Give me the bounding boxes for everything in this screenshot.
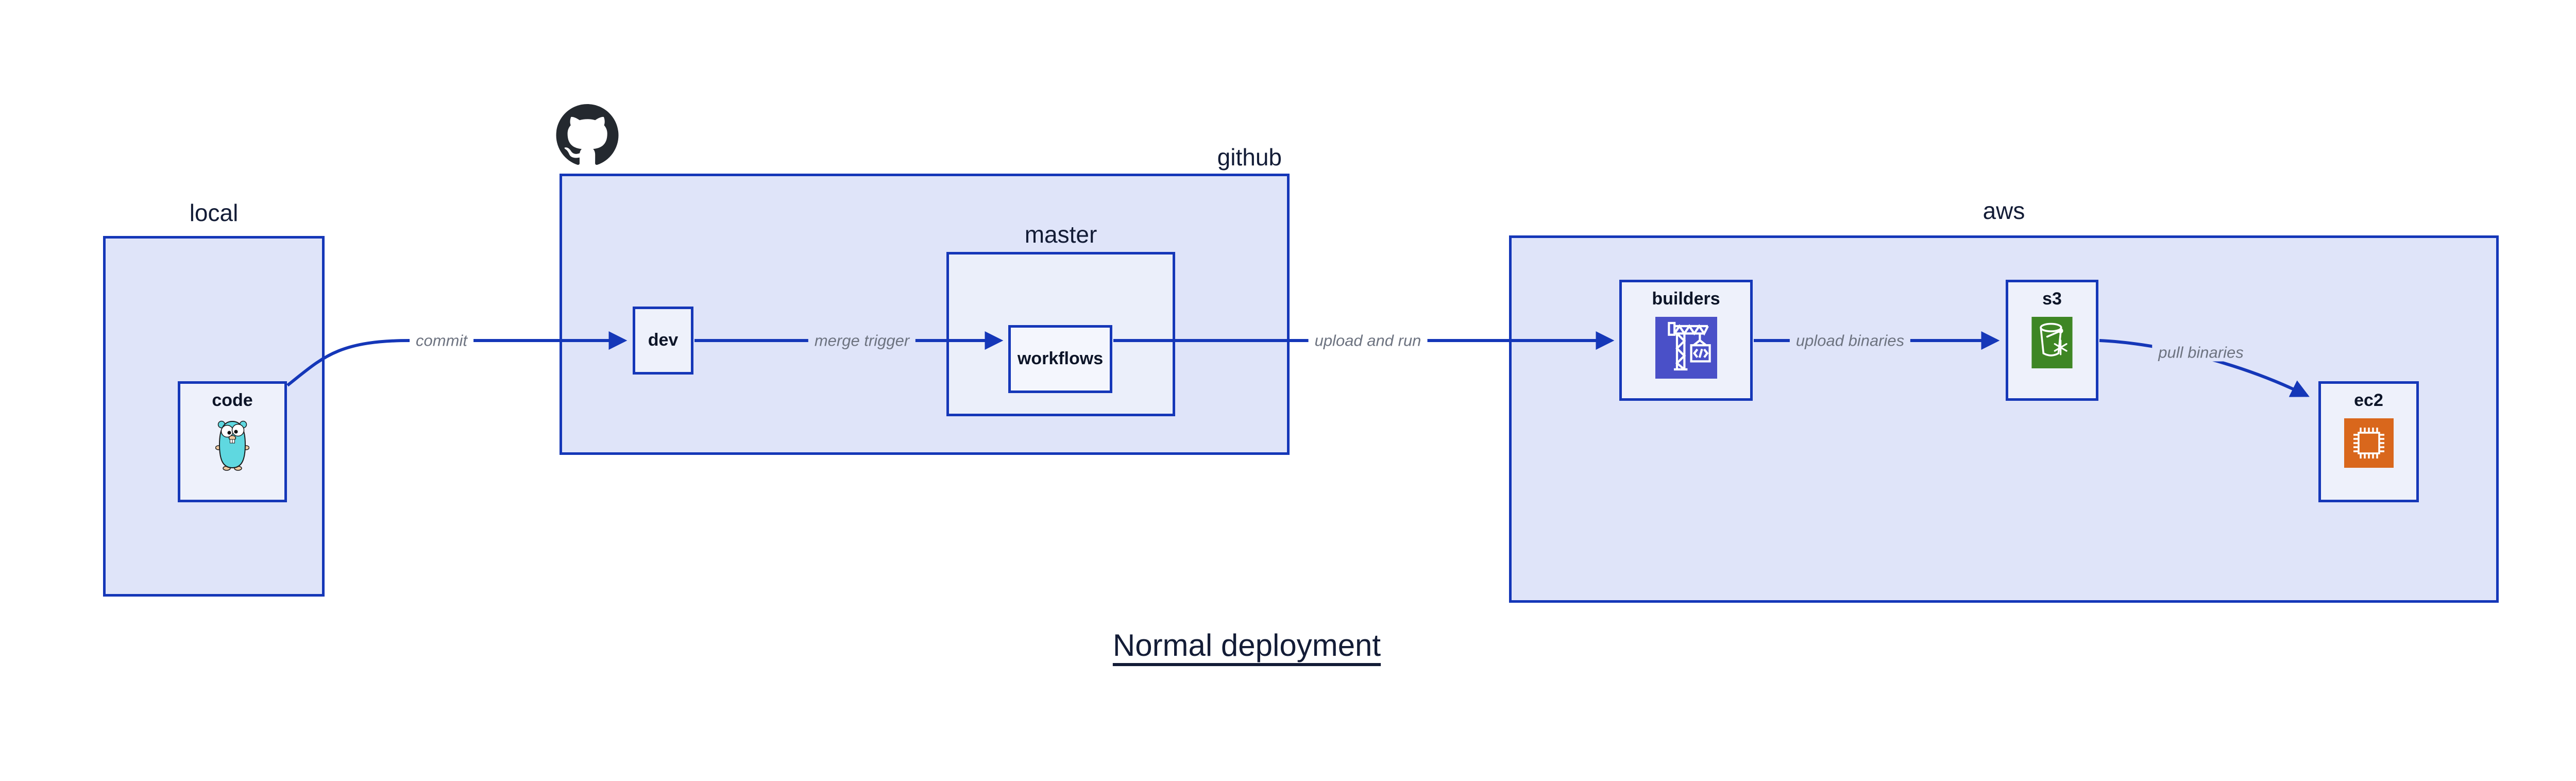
- dev-node-label: dev: [648, 330, 679, 350]
- edge-label-pull-binaries: pull binaries: [2152, 343, 2250, 362]
- edge-label-upload-binaries: upload binaries: [1789, 331, 1911, 350]
- master-label: master: [1024, 221, 1097, 248]
- ec2-node: ec2: [2318, 381, 2419, 502]
- cpu-chip-icon: [2344, 418, 2394, 468]
- workflows-node: workflows: [1008, 325, 1112, 393]
- crane-container-icon: [1655, 317, 1717, 379]
- workflows-node-label: workflows: [1017, 349, 1104, 369]
- local-label: local: [189, 199, 239, 226]
- bucket-snowflake-icon: [2031, 317, 2073, 369]
- aws-label: aws: [1982, 197, 2025, 224]
- edge-label-merge-trigger: merge trigger: [808, 331, 916, 350]
- go-gopher-icon: [215, 421, 249, 471]
- code-node-label: code: [212, 390, 253, 410]
- s3-node-label: s3: [2042, 289, 2062, 309]
- ec2-node-label: ec2: [2354, 390, 2383, 410]
- diagram-title-text: Normal deployment: [1112, 628, 1381, 663]
- github-octocat-icon: [556, 104, 619, 165]
- edge-label-commit: commit: [410, 331, 473, 350]
- edge-label-upload-and-run: upload and run: [1308, 331, 1428, 350]
- s3-node: s3: [2006, 280, 2098, 401]
- dev-node: dev: [633, 307, 693, 375]
- code-node: code: [178, 381, 287, 502]
- builders-node-label: builders: [1652, 289, 1720, 309]
- github-label: github: [1217, 144, 1282, 171]
- builders-node: builders: [1619, 280, 1753, 401]
- diagram-title: Normal deployment: [989, 627, 1504, 663]
